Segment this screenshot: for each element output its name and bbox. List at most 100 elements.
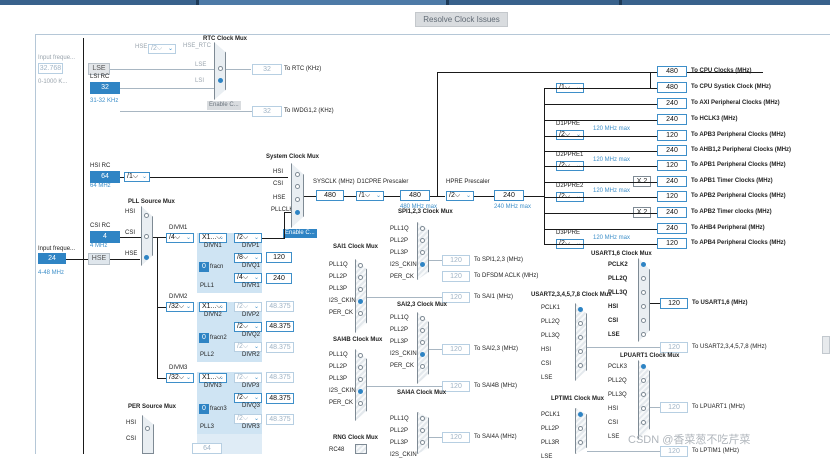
sysmux-radio-hsi[interactable]: [295, 172, 300, 177]
sai1-radio[interactable]: [358, 287, 363, 292]
divm1-select[interactable]: /4 ⌄: [166, 233, 194, 243]
lse-frequency-field[interactable]: 32.768: [38, 63, 63, 74]
pllsrc-radio-csi[interactable]: [144, 234, 149, 239]
sai4b-radio[interactable]: [358, 365, 363, 370]
lptim-radio[interactable]: [578, 440, 583, 445]
rtc-enable-css[interactable]: Enable C...: [207, 101, 241, 110]
pll1-fracn-field[interactable]: 0: [199, 262, 209, 272]
lpuart-radio[interactable]: [641, 378, 646, 383]
d1cpre-prescaler[interactable]: /1⌄: [356, 191, 384, 201]
usart2-radio[interactable]: [578, 363, 583, 368]
sai1-radio[interactable]: [358, 311, 363, 316]
sai4a-radio[interactable]: [420, 416, 425, 421]
sysclk-value[interactable]: 480: [316, 190, 344, 201]
sai1-radio[interactable]: [358, 275, 363, 280]
usart2-radio[interactable]: [578, 321, 583, 326]
sai1-radio[interactable]: [358, 299, 363, 304]
sai4b-radio[interactable]: [358, 377, 363, 382]
usart2-clock-mux[interactable]: [575, 303, 587, 381]
hse-frequency-field[interactable]: 24: [38, 253, 66, 264]
usart16-radio[interactable]: [641, 262, 646, 267]
divq1-select[interactable]: /8⌄: [234, 253, 262, 263]
divp2-select[interactable]: /2⌄: [234, 302, 262, 312]
sai4b-clock-mux[interactable]: [355, 349, 367, 421]
resolve-clock-issues-button[interactable]: Resolve Clock Issues: [415, 12, 508, 27]
sai1-clock-mux[interactable]: [355, 259, 367, 333]
lpuart-radio[interactable]: [641, 406, 646, 411]
spi123-radio[interactable]: [420, 226, 425, 231]
sysmux-enable-css[interactable]: Enable C...: [283, 229, 317, 238]
hse-range: 4-48 MHz: [38, 270, 65, 276]
pll2-fracn-field[interactable]: 0: [199, 333, 209, 343]
tab-left[interactable]: [0, 0, 196, 5]
usart16-radio[interactable]: [641, 290, 646, 295]
lpuart-clock-mux[interactable]: [638, 360, 650, 440]
sai4a-radio[interactable]: [420, 440, 425, 445]
divm2-select[interactable]: /32⌄: [166, 302, 194, 312]
sysmux-radio-hse[interactable]: [295, 197, 300, 202]
rtc-radio-lse[interactable]: [218, 66, 223, 71]
hpre-prescaler[interactable]: /2⌄: [446, 191, 474, 201]
usart16-radio[interactable]: [641, 318, 646, 323]
divn1-select[interactable]: X1...⌄: [199, 233, 227, 243]
divm1-value: /4: [169, 234, 175, 241]
lptim-radio[interactable]: [578, 426, 583, 431]
usart16-radio[interactable]: [641, 332, 646, 337]
chevron-down-icon: ⌄: [185, 235, 191, 241]
pllsrc-radio-hsi[interactable]: [144, 213, 149, 218]
sai4b-output-label: To SAI4B (MHz): [474, 383, 518, 389]
divq1-output: 120: [266, 252, 292, 263]
divm3-select[interactable]: /32⌄: [166, 373, 194, 383]
tab-right[interactable]: [449, 0, 619, 5]
sai23-radio[interactable]: [420, 352, 425, 357]
usart16-radio[interactable]: [641, 304, 646, 309]
persrc-radio-hsi[interactable]: [145, 426, 150, 431]
sai23-radio[interactable]: [420, 340, 425, 345]
sai4b-radio[interactable]: [358, 389, 363, 394]
hsi-divider[interactable]: /1⌄: [124, 172, 150, 182]
lptim-radio[interactable]: [578, 412, 583, 417]
usart2-input-label: HSI: [541, 347, 552, 353]
hsi-rc-label: HSI RC: [90, 163, 111, 169]
sai23-clock-mux[interactable]: [417, 312, 429, 384]
divr1-select[interactable]: /4⌄: [234, 273, 262, 283]
sysmux-radio-pllclk[interactable]: [295, 210, 300, 215]
usart2-radio[interactable]: [578, 307, 583, 312]
sai4b-radio[interactable]: [358, 353, 363, 358]
sai23-radio[interactable]: [420, 328, 425, 333]
rtc-radio-lsi[interactable]: [218, 78, 223, 83]
divq3-select[interactable]: /2⌄: [234, 393, 262, 403]
tab-active[interactable]: [199, 0, 446, 5]
sai1-radio[interactable]: [358, 263, 363, 268]
side-scroll-handle[interactable]: [822, 336, 830, 354]
sai4b-radio[interactable]: [358, 401, 363, 406]
divn3-select[interactable]: X1...⌄: [199, 373, 227, 383]
usart2-radio[interactable]: [578, 349, 583, 354]
usart16-clock-mux[interactable]: [638, 258, 650, 342]
divr2-select[interactable]: /2⌄: [234, 342, 262, 352]
spi123-radio[interactable]: [420, 238, 425, 243]
divn2-select[interactable]: X1...⌄: [199, 302, 227, 312]
spi123-radio[interactable]: [420, 262, 425, 267]
sai23-radio[interactable]: [420, 316, 425, 321]
sai23-radio[interactable]: [420, 364, 425, 369]
divq2-select[interactable]: /2⌄: [234, 322, 262, 332]
sysmux-radio-csi[interactable]: [295, 184, 300, 189]
pll3-fracn-field[interactable]: 0: [199, 404, 209, 414]
sai4a-radio[interactable]: [420, 428, 425, 433]
lpuart-radio[interactable]: [641, 420, 646, 425]
divp3-select[interactable]: /2⌄: [234, 373, 262, 383]
lpuart-radio[interactable]: [641, 364, 646, 369]
rng-clock-mux[interactable]: [355, 444, 367, 454]
usart2-radio[interactable]: [578, 335, 583, 340]
tab-far-right[interactable]: [622, 0, 830, 5]
rtc-hse-divider[interactable]: /2⌄: [148, 44, 176, 54]
pllsrc-radio-hse[interactable]: [144, 255, 149, 260]
lpuart-radio[interactable]: [641, 392, 646, 397]
d1ppre-prescaler[interactable]: /2⌄: [556, 130, 584, 140]
divp1-select[interactable]: /2⌄: [234, 233, 262, 243]
divr3-select[interactable]: /2⌄: [234, 414, 262, 424]
rtc-hse-divider-value: /2: [151, 45, 157, 52]
spi123-radio[interactable]: [420, 250, 425, 255]
usart16-radio[interactable]: [641, 276, 646, 281]
